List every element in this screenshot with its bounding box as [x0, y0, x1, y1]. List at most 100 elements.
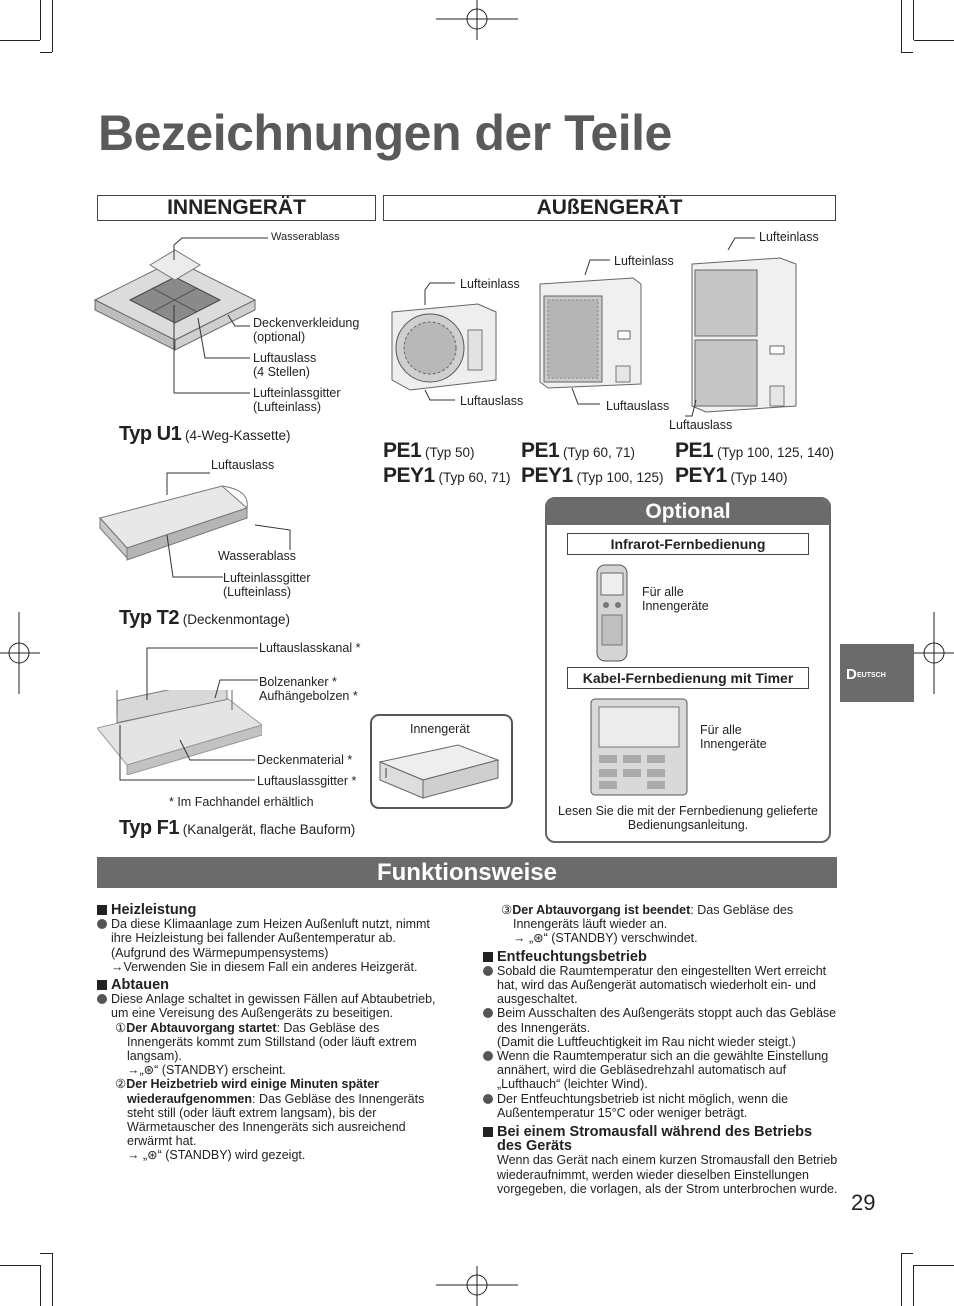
abtauen-step-3-result: → „⊛“ (STANDBY) verschwindet. — [483, 931, 838, 945]
type-u1: Typ U1 (4-Weg-Kassette) — [119, 423, 291, 446]
step-number: ① — [115, 1020, 127, 1035]
heizleistung-note-2: →Verwenden Sie in diesem Fall ein andere… — [111, 959, 418, 974]
label-luftauslassgitter: Luftauslassgitter * — [257, 774, 357, 788]
model-type: (Typ 100, 125, 140) — [713, 445, 835, 460]
duct-unit-illustration — [97, 690, 262, 775]
entfeuchtung-text: Sobald die Raumtemperatur den eingestell… — [497, 963, 827, 1007]
registration-mark-top — [436, 0, 518, 40]
model-type: (Typ 140) — [726, 470, 788, 485]
optional-header: Optional — [547, 499, 829, 525]
label-luftauslass-u1: Luftauslass (4 Stellen) — [253, 351, 317, 379]
entfeuchtung-item-1: Sobald die Raumtemperatur den eingestell… — [483, 964, 838, 1007]
entfeuchtung-text: Der Entfeuchtungsbetrieb ist nicht mögli… — [497, 1091, 789, 1120]
registration-mark-left — [0, 612, 40, 694]
result-text: “ (STANDBY) verschwindet. — [543, 931, 698, 946]
type-f1: Typ F1 (Kanalgerät, flache Bauform) — [119, 817, 355, 840]
model-pey1-b: PEY1 (Typ 100, 125) — [521, 464, 664, 488]
bullet-icon — [483, 965, 493, 976]
model-code: PEY1 — [675, 464, 727, 487]
step-text: : Das Gebläse des Innengeräts steht stil… — [127, 1091, 425, 1149]
stromausfall-body: Wenn das Gerät nach einem kurzen Stromau… — [497, 1153, 838, 1196]
duct-indoor-unit-icon — [378, 744, 500, 799]
model-type: (Typ 100, 125) — [572, 470, 664, 485]
innengeraet-header: INNENGERÄT — [97, 195, 376, 221]
entfeuchtung-item-2: Beim Ausschalten des Außengeräts stoppt … — [483, 1006, 838, 1035]
square-bullet-icon — [97, 980, 107, 991]
ceiling-unit-illustration — [99, 485, 248, 561]
model-type: (Typ 60, 71) — [559, 445, 635, 460]
entfeuchtung-note: (Damit die Luftfeuchtigkeit im Rau nicht… — [497, 1034, 796, 1049]
bullet-icon — [97, 994, 107, 1005]
heizleistung-note-1: (Aufgrund des Wärmepumpensystems) — [111, 945, 329, 960]
type-t2: Typ T2 (Deckenmontage) — [119, 607, 290, 630]
label-lufteinlassgitter-t2: Lufteinlassgitter (Lufteinlass) — [223, 571, 311, 599]
square-bullet-icon — [483, 951, 493, 962]
bullet-icon — [97, 919, 107, 930]
crop-mark — [901, 52, 913, 53]
step-text: : Das Gebläse des Innengeräts kommt zum … — [127, 1020, 417, 1064]
bullet-icon — [483, 1008, 493, 1019]
crop-mark — [40, 1253, 52, 1254]
label-luftauslass-1: Luftauslass — [460, 394, 524, 408]
right-column: ③Der Abtauvorgang ist beendet: Das Geblä… — [483, 903, 838, 1196]
ir-remote-icon — [596, 564, 628, 662]
duct-inset-label: Innengerät — [410, 722, 470, 736]
result-text: “ (STANDBY) wird gezeigt. — [157, 1148, 306, 1163]
arrow-text: → „ — [513, 931, 534, 946]
label-deckenverkleidung: Deckenverkleidung (optional) — [253, 316, 360, 344]
label-lufteinlass-1: Lufteinlass — [460, 277, 520, 291]
step-text: : Das Gebläse des Innengeräts läuft wied… — [513, 903, 794, 932]
heizleistung-item: Da diese Klimaanlage zum Heizen Außenluf… — [97, 917, 447, 945]
abtauen-step-1-result: →„⊛“ (STANDBY) erscheint. — [97, 1063, 447, 1077]
crop-mark — [52, 1253, 53, 1306]
model-code: PEY1 — [521, 464, 573, 487]
wired-remote-title: Kabel-Fernbedienung mit Timer — [567, 667, 809, 689]
left-column: Heizleistung Da diese Klimaanlage zum He… — [97, 903, 447, 1163]
model-pe1-c: PE1 (Typ 100, 125, 140) — [675, 439, 834, 463]
wired-remote-icon — [590, 698, 688, 796]
entfeuchtung-item-4: Der Entfeuchtungsbetrieb ist nicht mögli… — [483, 1092, 838, 1120]
outdoor-leader-lines — [424, 237, 755, 417]
crop-mark — [913, 0, 914, 40]
label-lufteinlass-2: Lufteinlass — [614, 254, 674, 268]
arrow-text: →„ — [127, 1063, 144, 1078]
language-tab-initial: D — [846, 666, 857, 683]
abtauen-item: Diese Anlage schaltet in gewissen Fällen… — [97, 992, 447, 1020]
page-title: Bezeichnungen der Teile — [98, 105, 672, 161]
arrow-text: → „ — [127, 1148, 148, 1163]
funktionsweise-header: Funktionsweise — [97, 857, 837, 888]
standby-icon: ⊛ — [533, 931, 544, 946]
wired-remote-text: Für alle Innengeräte — [700, 723, 767, 751]
label-luftauslass-2: Luftauslass — [606, 399, 670, 413]
model-pe1-b: PE1 (Typ 60, 71) — [521, 439, 635, 463]
heizleistung-body: Da diese Klimaanlage zum Heizen Außenluf… — [111, 917, 430, 946]
outdoor-unit-small-illustration — [391, 303, 497, 391]
model-code: PEY1 — [383, 464, 435, 487]
crop-mark — [52, 0, 53, 52]
bullet-icon — [483, 1051, 493, 1062]
crop-mark — [0, 40, 40, 41]
result-text: “ (STANDBY) erscheint. — [154, 1063, 286, 1078]
stromausfall-title: Bei einem Stromausfall während des Betri… — [497, 1124, 813, 1155]
type-t2-desc: (Deckenmontage) — [178, 612, 291, 627]
label-lufteinlassgitter-u1: Lufteinlassgitter (Lufteinlass) — [253, 386, 341, 414]
abtauen-step-1: ①Der Abtauvorgang startet: Das Gebläse d… — [97, 1021, 447, 1064]
crop-mark — [40, 0, 41, 40]
crop-mark — [901, 1253, 913, 1254]
crop-mark — [901, 0, 902, 52]
registration-mark-right — [914, 612, 954, 694]
crop-mark — [40, 52, 52, 53]
model-pe1-a: PE1 (Typ 50) — [383, 439, 474, 463]
step-bold: Der Heizbetrieb wird einige Minuten spät… — [126, 1077, 380, 1106]
crop-mark — [914, 1265, 954, 1266]
abtauen-step-3: ③Der Abtauvorgang ist beendet: Das Geblä… — [483, 903, 838, 931]
stromausfall-heading: Bei einem Stromausfall während des Betri… — [483, 1124, 838, 1155]
label-luftauslasskanal: Luftauslasskanal * — [259, 641, 361, 655]
ir-remote-title: Infrarot-Fernbedienung — [567, 533, 809, 555]
abtauen-heading: Abtauen — [97, 978, 447, 992]
model-code: PE1 — [521, 439, 560, 462]
cassette-unit-illustration — [93, 249, 257, 351]
language-tab: D EUTSCH — [840, 644, 914, 702]
model-pey1-c: PEY1 (Typ 140) — [675, 464, 787, 488]
optional-panel: Optional Infrarot-Fernbedienung Für alle… — [545, 497, 831, 843]
